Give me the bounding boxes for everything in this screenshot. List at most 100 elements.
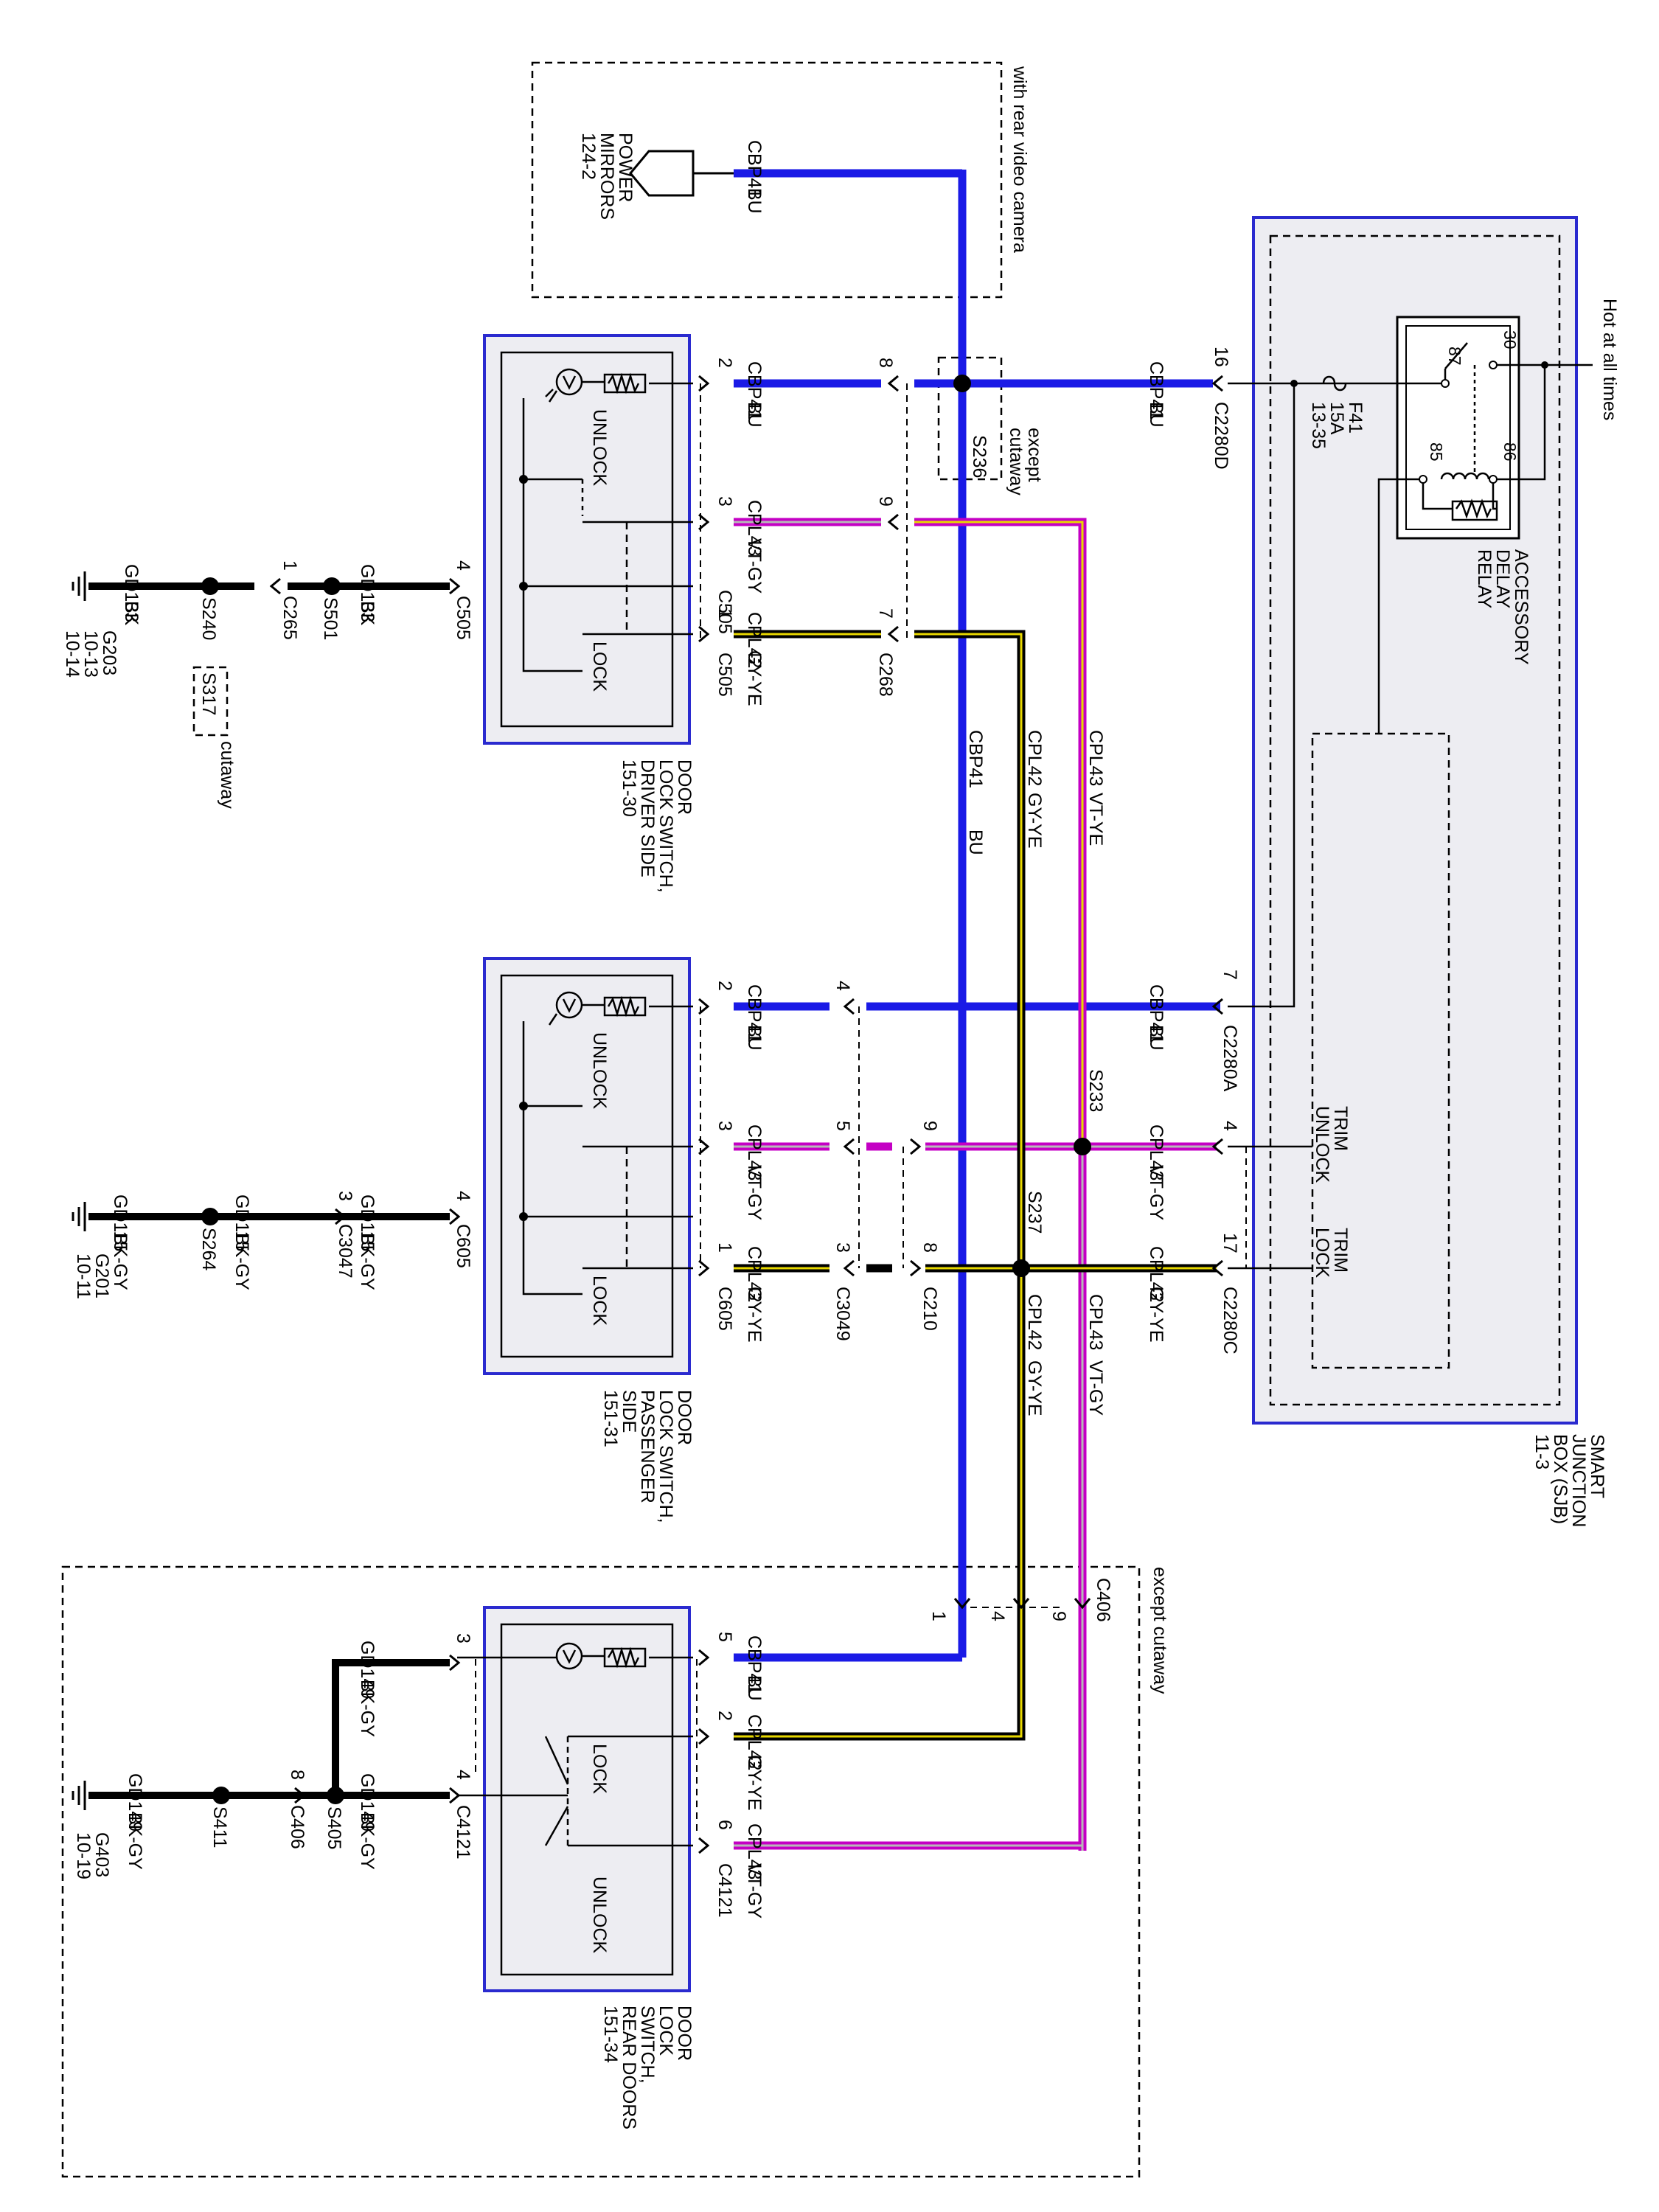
note-cutaway: cutaway — [217, 741, 237, 809]
pin-number: 3 — [714, 1121, 735, 1131]
mirror-connector — [629, 150, 734, 197]
splice-s501 — [323, 577, 341, 595]
splice-s411 — [212, 1787, 230, 1804]
wire-label: GD149 — [357, 1641, 378, 1699]
splice-s236 — [953, 375, 971, 392]
wire-label: BU — [744, 1025, 765, 1051]
component-title: 124-2 — [578, 133, 599, 180]
pin-number: 3 — [832, 1242, 853, 1253]
wires-ground — [88, 582, 450, 1799]
trim-label: TRIM — [1330, 1228, 1351, 1273]
connector-id: C2280C — [1220, 1287, 1240, 1354]
wire-label: CPL42 — [1024, 1294, 1045, 1350]
wire-label: GY-YE — [1024, 1360, 1045, 1416]
wire-label: BK-GY — [357, 1812, 378, 1870]
component-title: POWER — [615, 133, 636, 202]
wire-label: BU — [1146, 402, 1166, 428]
pin-number: 1 — [928, 1611, 949, 1621]
ground-symbols — [72, 571, 86, 1810]
wire-label: BU — [744, 402, 765, 428]
wire-label: CBP41 — [744, 140, 765, 198]
connector-id: C210 — [919, 1287, 940, 1331]
note-except-cutaway: except cutaway — [1150, 1567, 1170, 1694]
wire-label: VT-GY — [744, 538, 765, 594]
pin-number: 4 — [453, 1770, 473, 1780]
wire-label: BU — [1146, 1025, 1166, 1051]
switch-label: LOCK — [589, 1276, 610, 1326]
connector-arrows — [269, 375, 1223, 1854]
component-title: BOX (SJB) — [1550, 1434, 1571, 1524]
rear-switch-box — [483, 1606, 691, 1992]
component-title: PASSENGER — [637, 1390, 658, 1503]
ground-id: 10-11 — [73, 1253, 94, 1299]
component-title: 11-3 — [1531, 1434, 1552, 1470]
pin-number: 8 — [919, 1242, 940, 1253]
component-title: SIDE — [619, 1390, 639, 1433]
switch-label: LOCK — [589, 1744, 610, 1794]
relay-label: RELAY — [1474, 549, 1495, 608]
passenger-switch-internals — [522, 991, 693, 1295]
wire-label: CPL43 — [744, 1124, 765, 1180]
wire-label: VT-GY — [1146, 1165, 1166, 1220]
switch-label: UNLOCK — [589, 1032, 610, 1110]
wire-label: CBP41 — [1146, 361, 1166, 420]
trim-label: LOCK — [1312, 1228, 1332, 1278]
splice-id: S411 — [209, 1806, 230, 1848]
labels: CBP41 CBP41 BU BU CPL43 VT-GY CPL42 GY-Y… — [62, 66, 1620, 2129]
component-title: REAR DOORS — [619, 2006, 639, 2129]
wire-label: BK-GY — [357, 1680, 378, 1737]
fuse-f41 — [1322, 375, 1347, 392]
wire-label: CPL43 — [1146, 1124, 1166, 1180]
switch-label: LOCK — [589, 641, 610, 692]
wire-label: CPL43 — [744, 500, 765, 556]
pin-number: 4 — [453, 560, 473, 571]
pin-number: 5 — [714, 1632, 735, 1642]
pin-number: 1 — [714, 608, 735, 619]
switch-label: UNLOCK — [589, 409, 610, 487]
wires-cpl43 — [734, 518, 1217, 1851]
pin-number: 9 — [1048, 1611, 1069, 1621]
wire-label: GY-YE — [1146, 1287, 1166, 1343]
splice-s233 — [1074, 1138, 1091, 1155]
connector-id: C406 — [287, 1805, 307, 1849]
pin-number: 3 — [453, 1633, 473, 1644]
rear-switch-internals — [457, 1642, 693, 1847]
wire-label: BK — [357, 601, 378, 626]
component-title: LOCK SWITCH, — [655, 759, 676, 893]
wire-label: CBP41 — [744, 1635, 765, 1694]
splice-s405 — [327, 1787, 344, 1804]
connector-id: C2280A — [1220, 1025, 1240, 1092]
wire-label: BK-GY — [357, 1233, 378, 1290]
wire-label: GD115 — [232, 1194, 252, 1251]
s236-cutaway-box — [937, 356, 1003, 481]
splice-s240 — [201, 577, 219, 595]
trim-label: UNLOCK — [1312, 1106, 1332, 1183]
connector-id: C2280D — [1211, 402, 1231, 470]
component-title: 151-34 — [600, 2006, 621, 2063]
pin-number: 7 — [1220, 970, 1240, 980]
wire-label: GY-YE — [744, 1755, 765, 1811]
wire-label: GY-YE — [744, 1287, 765, 1343]
wire-label: GD115 — [110, 1194, 131, 1251]
component-title: SWITCH, — [637, 2006, 658, 2084]
ground-id: 10-14 — [62, 630, 83, 678]
pin-number: 9 — [919, 1121, 940, 1131]
wire-label: GY-YE — [744, 650, 765, 706]
note-hot: Hot at all times — [1599, 299, 1620, 420]
wire-label: CPL43 — [1085, 1294, 1106, 1350]
relay-pin-label: 85 — [1427, 442, 1446, 462]
component-title: 151-30 — [619, 759, 639, 817]
connector-id: C505 — [453, 596, 473, 640]
relay-label: DELAY — [1492, 549, 1513, 608]
pin-number: 5 — [832, 1121, 853, 1131]
note-except-cutaway: cutaway — [1006, 428, 1026, 495]
wire-label: VT-GY — [744, 1165, 765, 1220]
wire-cpl43-vtye — [914, 518, 1087, 1147]
wire-label: CBP41 — [1146, 984, 1166, 1043]
component-title: LOCK SWITCH, — [655, 1390, 676, 1523]
component-title: 151-31 — [600, 1390, 621, 1447]
wire-label: BK-GY — [125, 1812, 145, 1870]
pin-number: 8 — [875, 358, 896, 368]
note-rear-camera: with rear video camera — [1009, 66, 1030, 253]
pin-number: 6 — [714, 1820, 735, 1830]
